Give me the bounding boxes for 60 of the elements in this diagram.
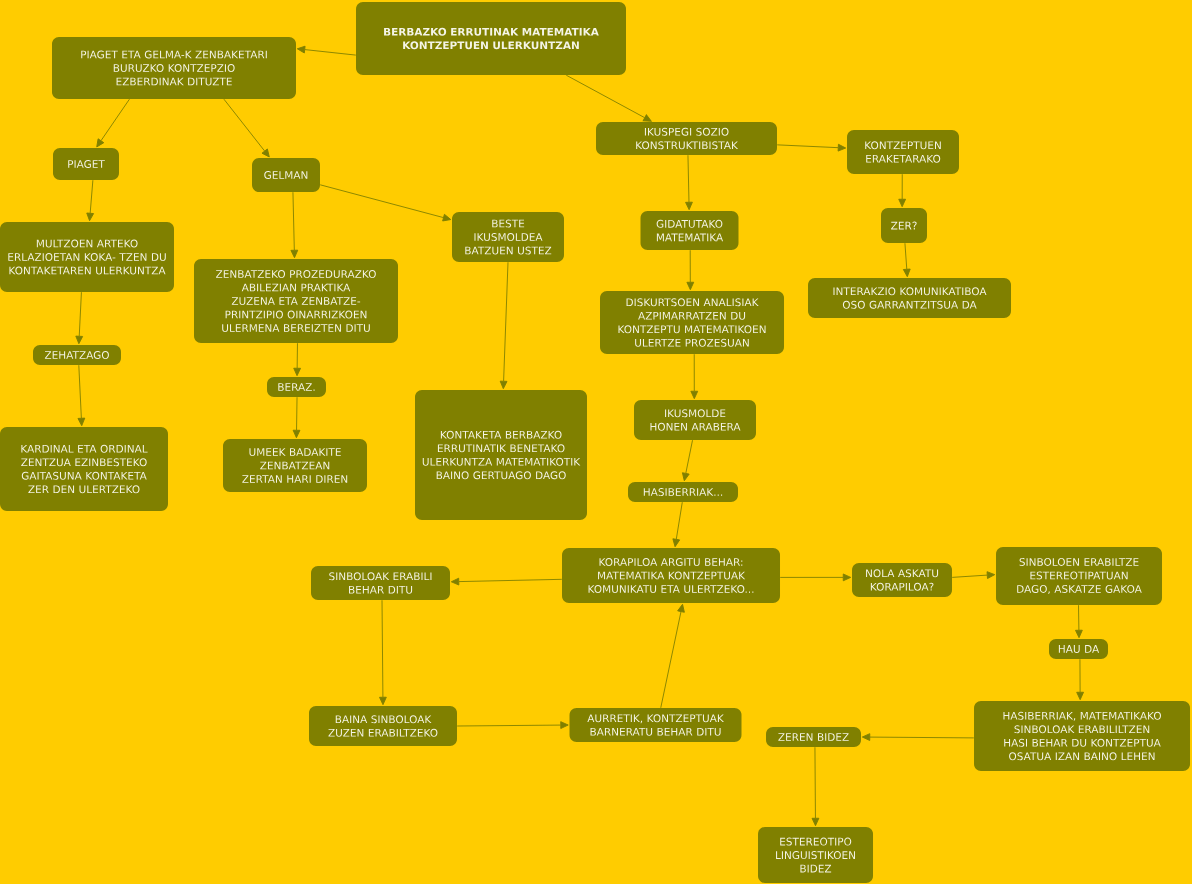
arrow	[776, 143, 847, 152]
arrow	[456, 721, 569, 729]
concept-box: KARDINAL ETA ORDINAL ZENTZUA EZINBESTEKO GAITASUNA KONTAKETA ZER DEN ULERTZEKO	[0, 427, 168, 511]
concept-box: KORAPILOA ARGITU BEHAR: MATEMATIKA KONTZEPTUAK KOMUNIKATU ETA ULERTZEKO...	[562, 548, 780, 603]
arrow	[75, 291, 84, 345]
arrow	[565, 74, 652, 122]
concept-box: KONTAKETA BERBAZKO ERRUTINATIK BENETAKO ULERKUNTZA MATEMATIKOTIK BAINO GERTUAGO DAGO	[415, 390, 587, 520]
arrow	[292, 396, 301, 439]
arrow	[861, 733, 975, 741]
arrow	[811, 746, 820, 827]
arrow	[898, 173, 907, 208]
arrow	[686, 249, 695, 291]
concept-box: ZER?	[881, 208, 927, 243]
arrow	[681, 439, 693, 482]
arrow	[290, 191, 299, 259]
arrow	[293, 342, 301, 377]
concept-box: ZENBATZEKO PROZEDURAZKO ABILEZIAN PRAKTIKA ZUZENA ETA ZENBATZE-PRINTZIPIO OINARRIZKOEN ULERMENA BEREIZTEN DITU	[194, 259, 398, 343]
arrow	[1076, 658, 1084, 701]
arrow	[1075, 604, 1083, 639]
arrow	[690, 353, 699, 400]
concept-box: SINBOLOEN ERABILTZE ESTEREOTIPATUAN DAGO, ASKATZE GAKOA	[996, 547, 1162, 605]
arrow	[450, 577, 563, 586]
concept-box: GIDATUTAKO MATEMATIKA	[640, 211, 739, 250]
concept-box: ESTEREOTIPO LINGUISTIKOEN BIDEZ	[758, 827, 873, 883]
concept-box: KONTZEPTUEN ERAKETARAKO	[847, 130, 959, 174]
concept-box: GELMAN	[252, 158, 320, 192]
concept-box: HAU DA	[1049, 639, 1108, 659]
concept-box: MULTZOEN ARTEKO ERLAZIOETAN KOKA- TZEN DU KONTAKETAREN ULERKUNTZA	[0, 222, 174, 292]
arrow	[319, 184, 452, 222]
concept-box: SINBOLOAK ERABILI BEHAR DITU	[311, 566, 450, 600]
concept-box: BESTE IKUSMOLDEA BATZUEN USTEZ	[452, 212, 564, 262]
arrow	[779, 573, 852, 582]
arrow	[672, 501, 683, 548]
concept-box: DISKURTSOEN ANALISIAK AZPIMARRATZEN DU KONTZEPTU MATEMATIKOEN ULERTZE PROZESUAN	[600, 291, 784, 354]
concept-box: IKUSMOLDE HONEN ARABERA	[634, 400, 756, 440]
concept-box: UMEEK BADAKITE ZENBATZEAN ZERTAN HARI DIREN	[223, 439, 367, 492]
concept-box: ZEHATZAGO	[33, 345, 121, 365]
arrow	[223, 98, 270, 158]
concept-box: HASIBERRIAK...	[628, 482, 738, 502]
concept-box: BERAZ.	[267, 377, 326, 397]
arrow	[86, 179, 94, 222]
concept-box: IKUSPEGI SOZIO KONSTRUKTIBISTAK	[596, 122, 777, 155]
arrow	[96, 98, 130, 148]
arrow	[77, 364, 86, 427]
arrow	[685, 154, 693, 211]
arrow	[499, 261, 509, 390]
concept-box: NOLA ASKATU KORAPILOA?	[852, 563, 952, 597]
arrow	[296, 45, 357, 56]
concept-box: INTERAKZIO KOMUNIKATIBOA OSO GARRANTZITSUA DA	[808, 278, 1011, 318]
concept-box: AURRETIK, KONTZEPTUAK BARNERATU BEHAR DITU	[569, 708, 742, 742]
title-box: BERBAZKO ERRUTINAK MATEMATIKA KONTZEPTUEN ULERKUNTZAN	[356, 2, 626, 75]
arrow	[660, 603, 685, 709]
arrow	[951, 571, 996, 579]
arrow	[379, 599, 387, 706]
concept-box: PIAGET ETA GELMA-K ZENBAKETARI BURUZKO KONTZEPZIO EZBERDINAK DITUZTE	[52, 37, 296, 99]
arrow	[902, 242, 911, 278]
concept-box: PIAGET	[53, 148, 119, 180]
concept-box: BAINA SINBOLOAK ZUZEN ERABILTZEKO	[309, 706, 457, 746]
concept-box: HASIBERRIAK, MATEMATIKAKO SINBOLOAK ERABILILTZEN HASI BEHAR DU KONTZEPTUA OSATUA IZAN BAINO LEHEN	[974, 701, 1190, 771]
concept-box: ZEREN BIDEZ	[766, 727, 861, 747]
